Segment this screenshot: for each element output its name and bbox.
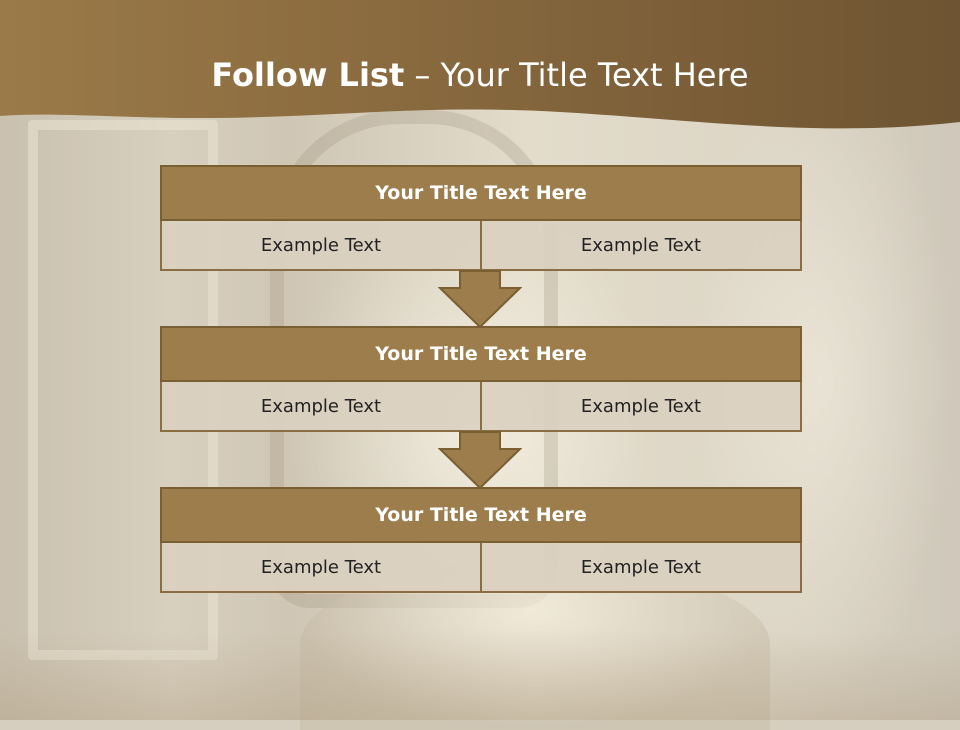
block-row: Example Text Example Text [160, 543, 802, 593]
header-band [0, 0, 960, 129]
slide-title-rest: – Your Title Text Here [414, 56, 749, 94]
down-arrow-icon [438, 270, 522, 329]
list-block-1: Your Title Text Here Example Text Exampl… [160, 165, 802, 271]
block-title: Your Title Text Here [160, 326, 802, 382]
block-cell-right: Example Text [480, 382, 800, 430]
block-title: Your Title Text Here [160, 165, 802, 221]
block-cell-right: Example Text [480, 221, 800, 269]
list-block-3: Your Title Text Here Example Text Exampl… [160, 487, 802, 593]
background-floor [0, 630, 960, 720]
list-block-2: Your Title Text Here Example Text Exampl… [160, 326, 802, 432]
slide-title-strong: Follow List [211, 56, 405, 94]
block-cell-left: Example Text [260, 395, 382, 417]
block-title: Your Title Text Here [160, 487, 802, 543]
block-cell-left: Example Text [260, 234, 382, 256]
block-row: Example Text Example Text [160, 221, 802, 271]
block-row: Example Text Example Text [160, 382, 802, 432]
slide-title: Follow List – Your Title Text Here [0, 56, 960, 94]
down-arrow-icon [438, 431, 522, 490]
block-cell-left: Example Text [260, 556, 382, 578]
block-cell-right: Example Text [480, 543, 800, 591]
